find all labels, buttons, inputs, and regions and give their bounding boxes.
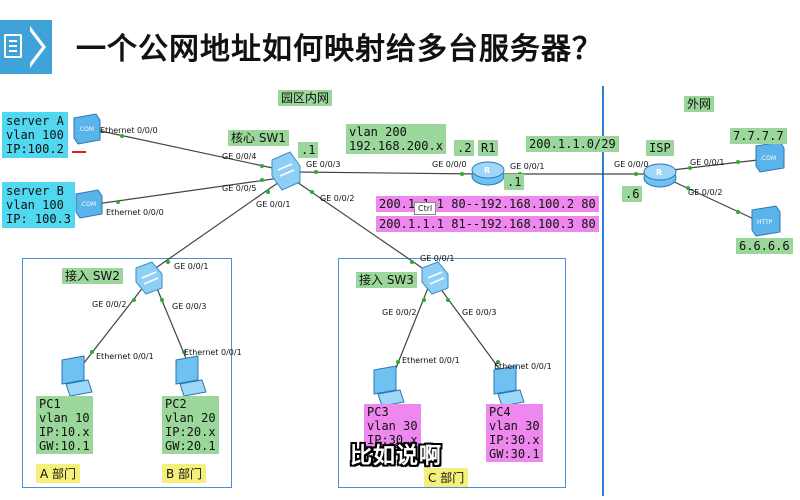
- dept-a-b-box: [22, 258, 232, 488]
- http-server-icon: HTTP: [751, 205, 781, 237]
- external-server-icon: .COM: [755, 141, 785, 173]
- link-isp-ext1: [671, 159, 759, 171]
- sw2-label: 接入 SW2: [62, 268, 123, 284]
- core-ip-label: .1: [298, 142, 319, 158]
- r1-name-label: R1: [478, 140, 499, 156]
- port-label: GE 0/0/2: [320, 194, 355, 203]
- port-label: Ethernet 0/0/1: [96, 352, 154, 361]
- nat-mapping-2: 200.1.1.1 81--192.168.100.3 80: [376, 216, 599, 232]
- pc4-icon: [493, 365, 525, 407]
- core-switch-icon: [271, 151, 301, 191]
- nat-mapping-1: 200.1.1.1 80--192.168.100.2 80: [376, 196, 599, 212]
- server-a-icon: .COM: [73, 113, 101, 145]
- server-b-label: server B vlan 100 IP: 100.3: [2, 182, 76, 228]
- dept-a-label: A 部门: [36, 464, 81, 483]
- ext-ip1-label: 7.7.7.7: [730, 128, 787, 144]
- port-label: GE 0/0/3: [462, 308, 497, 317]
- pc2-label: PC2 vlan 20 IP:20.x GW:20.1: [162, 396, 219, 454]
- svg-text:R: R: [484, 166, 490, 175]
- router-isp-icon: R: [643, 163, 677, 188]
- dept-c-label: C 部门: [424, 468, 469, 487]
- port-label: Ethernet 0/0/1: [402, 356, 460, 365]
- svg-text:R: R: [656, 168, 662, 177]
- slide-title: 一个公网地址如何映射给多台服务器？: [76, 32, 603, 67]
- pc2-icon: [175, 355, 207, 397]
- server-a-label: server A vlan 100 IP:100.2: [2, 112, 68, 158]
- wan-network-label: 200.1.1.0/29: [526, 136, 619, 152]
- port-label: GE 0/0/0: [614, 160, 649, 169]
- isp-ip-label: .6: [622, 186, 643, 202]
- svg-text:.COM: .COM: [78, 126, 94, 133]
- r1-right-ip-label: .1: [504, 174, 525, 190]
- port-label: Ethernet 0/0/0: [106, 208, 164, 217]
- sw3-label: 接入 SW3: [356, 272, 417, 288]
- port-label: GE 0/0/1: [510, 162, 545, 171]
- port-label: Ethernet 0/0/1: [494, 362, 552, 371]
- port-label: GE 0/0/4: [222, 152, 257, 161]
- access-switch-3-icon: [421, 261, 449, 295]
- pc3-icon: [373, 365, 405, 407]
- port-label: Ethernet 0/0/0: [100, 126, 158, 135]
- svg-text:.COM: .COM: [760, 155, 776, 162]
- link-sw1-sw2: [149, 179, 283, 273]
- link-sw1-r1: [295, 171, 481, 175]
- pc3-label: PC3 vlan 30 IP:30.x: [364, 404, 421, 448]
- port-label: GE 0/0/3: [172, 302, 207, 311]
- pc4-label: PC4 vlan 30 IP:30.x GW:30.1: [486, 404, 543, 462]
- port-label: GE 0/0/5: [222, 184, 257, 193]
- router-r1-icon: R: [471, 161, 505, 186]
- port-label: GE 0/0/2: [382, 308, 417, 317]
- link-isp-ext2: [669, 179, 757, 221]
- vlan200-label: vlan 200 192.168.200.x: [346, 124, 446, 154]
- isp-name-label: ISP: [646, 140, 674, 156]
- port-label: GE 0/0/2: [688, 188, 723, 197]
- port-label: GE 0/0/0: [432, 160, 467, 169]
- link-servera-sw1: [95, 129, 283, 171]
- video-subtitle: 比如说啊: [350, 444, 443, 469]
- port-label: Ethernet 0/0/1: [184, 348, 242, 357]
- link-sw3-pc4: [439, 287, 507, 379]
- pc1-icon: [61, 355, 93, 397]
- core-switch-label: 核心 SW1: [228, 130, 289, 146]
- access-switch-2-icon: [135, 261, 163, 295]
- r1-left-ip-label: .2: [454, 140, 475, 156]
- dept-c-box: [338, 258, 566, 488]
- zone-outer-label: 外网: [684, 96, 715, 112]
- svg-text:.COM: .COM: [80, 201, 96, 208]
- port-label: GE 0/0/2: [92, 300, 127, 309]
- zone-inner-label: 园区内网: [278, 90, 333, 106]
- ctrl-tooltip: Ctrl: [414, 202, 437, 215]
- dept-b-label: B 部门: [162, 464, 207, 483]
- port-label: GE 0/0/1: [256, 200, 291, 209]
- port-label: GE 0/0/3: [306, 160, 341, 169]
- server-b-icon: .COM: [75, 189, 103, 219]
- ext-ip2-label: 6.6.6.6: [736, 238, 793, 254]
- slide-header-icon: [0, 20, 52, 74]
- svg-text:HTTP: HTTP: [757, 219, 773, 226]
- pc1-label: PC1 vlan 10 IP:10.x GW:10.1: [36, 396, 93, 454]
- port-label: GE 0/0/1: [420, 254, 455, 263]
- port-label: GE 0/0/1: [690, 158, 725, 167]
- document-icon: [4, 34, 22, 58]
- link-serverb-sw1: [95, 177, 281, 205]
- link-sw1-sw3: [293, 179, 429, 273]
- port-label: GE 0/0/1: [174, 262, 209, 271]
- zone-divider: [602, 86, 604, 496]
